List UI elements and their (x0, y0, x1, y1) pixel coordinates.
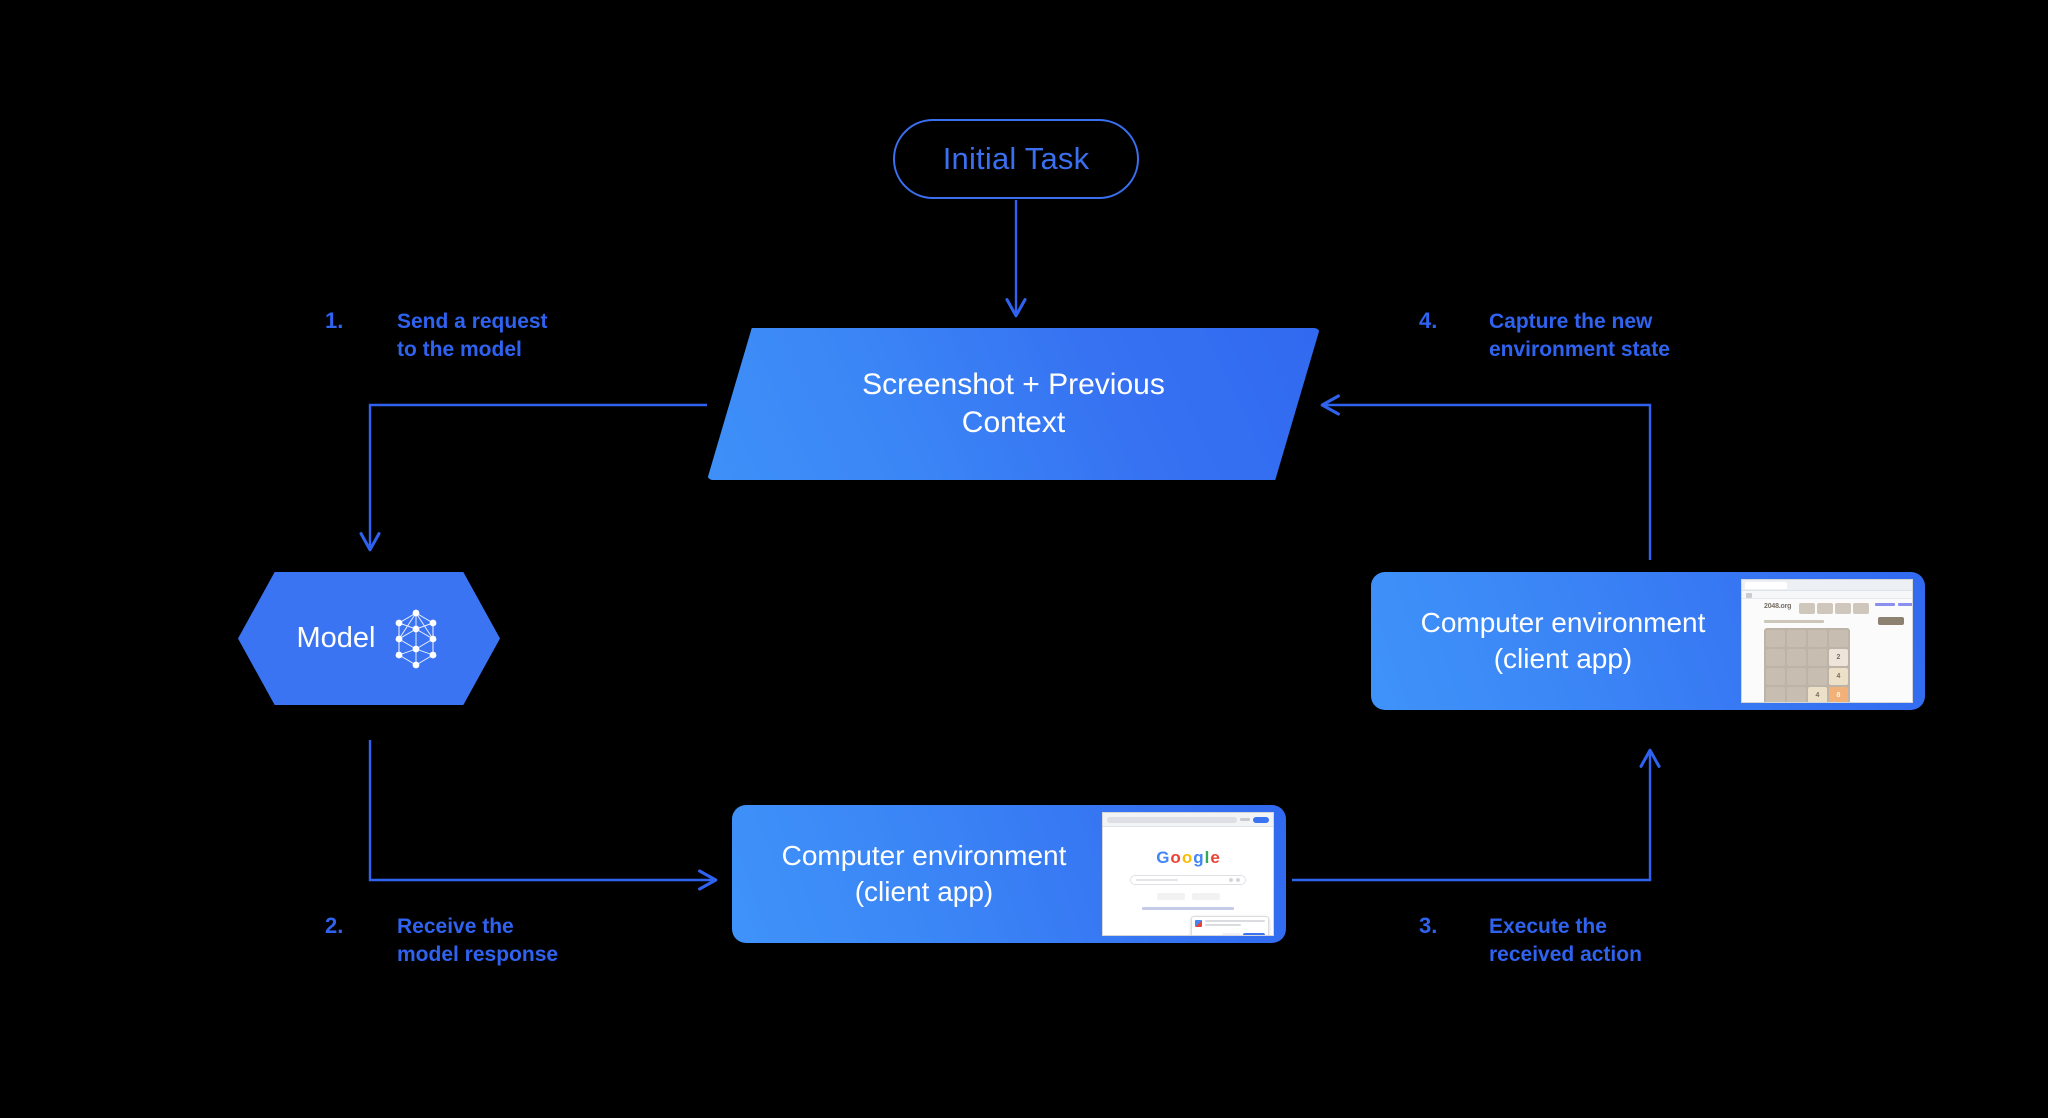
new-game-button (1878, 617, 1904, 625)
context-node-text: Screenshot + Previous Context (707, 328, 1320, 480)
env-bottom-label: Computer environment (client app) (732, 838, 1102, 911)
tile (1808, 668, 1827, 685)
env-top-line-1: Computer environment (1420, 606, 1706, 638)
browser-address-bar (1742, 591, 1912, 599)
context-node-shape (707, 328, 1320, 480)
step-label-2: 2. Receive the model response (325, 913, 558, 970)
tile: 4 (1808, 687, 1827, 702)
env-bottom-line-2: (client app) (854, 876, 994, 907)
step-number: 2. (325, 913, 344, 938)
tile (1766, 630, 1785, 647)
mic-icon (1229, 878, 1233, 882)
logo-letter: l (1204, 848, 1210, 867)
browser-tab (1745, 582, 1787, 589)
browser-chrome (1742, 580, 1912, 591)
tile (1787, 630, 1806, 647)
search-input (1130, 875, 1246, 885)
search-icons (1229, 878, 1240, 882)
neural-network-icon (395, 609, 436, 668)
env-card-bottom[interactable]: Computer environment (client app) G o o … (732, 805, 1286, 943)
step-number: 4. (1419, 308, 1438, 333)
step-line-1: Send a request (397, 310, 548, 333)
context-node[interactable]: Screenshot + Previous Context (707, 328, 1320, 480)
initial-task-node[interactable]: Initial Task (893, 119, 1139, 199)
arrow-model-to-env-bottom (368, 740, 718, 891)
tile: 4 (1829, 668, 1848, 685)
thumbnail-2048-game: 2048.org (1741, 579, 1913, 703)
camera-icon (1236, 878, 1240, 882)
logo-letter: o (1170, 848, 1181, 867)
thumbnail-google-search: G o o g l e (1102, 812, 1274, 936)
env-card-top[interactable]: Computer environment (client app) 2048.o… (1371, 572, 1925, 710)
game-title: 2048.org (1764, 603, 1792, 610)
game-grid: 2 4 4 8 (1764, 628, 1850, 702)
model-node-label: Model (296, 622, 376, 654)
env-top-line-2: (client app) (1493, 643, 1633, 674)
score-boxes (1799, 603, 1870, 614)
search-buttons (1103, 893, 1273, 900)
tile (1808, 649, 1827, 666)
header-links (1875, 603, 1912, 606)
dialog-secondary-button (1222, 933, 1240, 935)
arrow-env-top-to-context (1320, 394, 1652, 560)
logo-letter: o (1181, 848, 1193, 867)
tile (1787, 668, 1806, 685)
step-line-1: Receive the (397, 915, 514, 938)
step-text: Capture the new environment state (1489, 308, 1670, 365)
step-text: Send a request to the model (397, 308, 548, 365)
tile (1766, 649, 1785, 666)
step-label-1: 1. Send a request to the model (325, 308, 548, 365)
browser-menu-icon (1240, 818, 1250, 821)
model-node-shape (238, 572, 500, 705)
arrow-env-bottom-to-env-top (1292, 748, 1661, 882)
step-line-2: received action (1489, 943, 1642, 967)
tile (1787, 687, 1806, 702)
step-line-2: environment state (1489, 338, 1670, 362)
step-line-2: model response (397, 943, 559, 967)
avatar (1253, 816, 1269, 823)
google-search-button (1156, 893, 1185, 900)
language-links (1142, 907, 1234, 910)
step-line-1: Capture the new (1489, 310, 1653, 333)
tile (1787, 649, 1806, 666)
initial-task-label: Initial Task (942, 141, 1090, 176)
model-node[interactable]: Model (238, 572, 500, 705)
step-label-4: 4. Capture the new environment state (1419, 308, 1670, 365)
env-bottom-line-1: Computer environment (781, 839, 1067, 871)
step-text: Receive the model response (397, 913, 558, 970)
arrow-context-to-model (359, 403, 707, 552)
step-number: 1. (325, 308, 344, 333)
feeling-lucky-button (1191, 893, 1220, 900)
env-top-thumbnail-slot: 2048.org (1741, 579, 1925, 703)
logo-letter: G (1156, 848, 1170, 867)
step-number: 3. (1419, 913, 1438, 938)
env-bottom-thumbnail-slot: G o o g l e (1102, 812, 1286, 936)
env-top-label: Computer environment (client app) (1371, 605, 1741, 678)
tile (1808, 630, 1827, 647)
context-line-1: Screenshot + Previous (862, 367, 1165, 401)
tile: 8 (1829, 687, 1848, 702)
step-line-1: Execute the (1489, 915, 1607, 938)
dialog-icon (1195, 920, 1202, 927)
context-line-2: Context (961, 406, 1066, 439)
game-subtitle (1764, 619, 1824, 623)
logo-letter: e (1210, 848, 1220, 867)
tile (1766, 668, 1785, 685)
logo-letter: g (1193, 848, 1204, 867)
browser-address-bar (1107, 816, 1237, 823)
tile (1829, 630, 1848, 647)
browser-chrome (1103, 813, 1273, 827)
step-label-3: 3. Execute the received action (1419, 913, 1642, 970)
tile: 2 (1829, 649, 1848, 666)
signin-dialog (1191, 916, 1269, 935)
tile (1766, 687, 1785, 702)
step-line-2: to the model (397, 338, 522, 362)
step-text: Execute the received action (1489, 913, 1642, 970)
google-logo: G o o g l e (1103, 849, 1273, 866)
dialog-primary-button (1243, 933, 1265, 935)
